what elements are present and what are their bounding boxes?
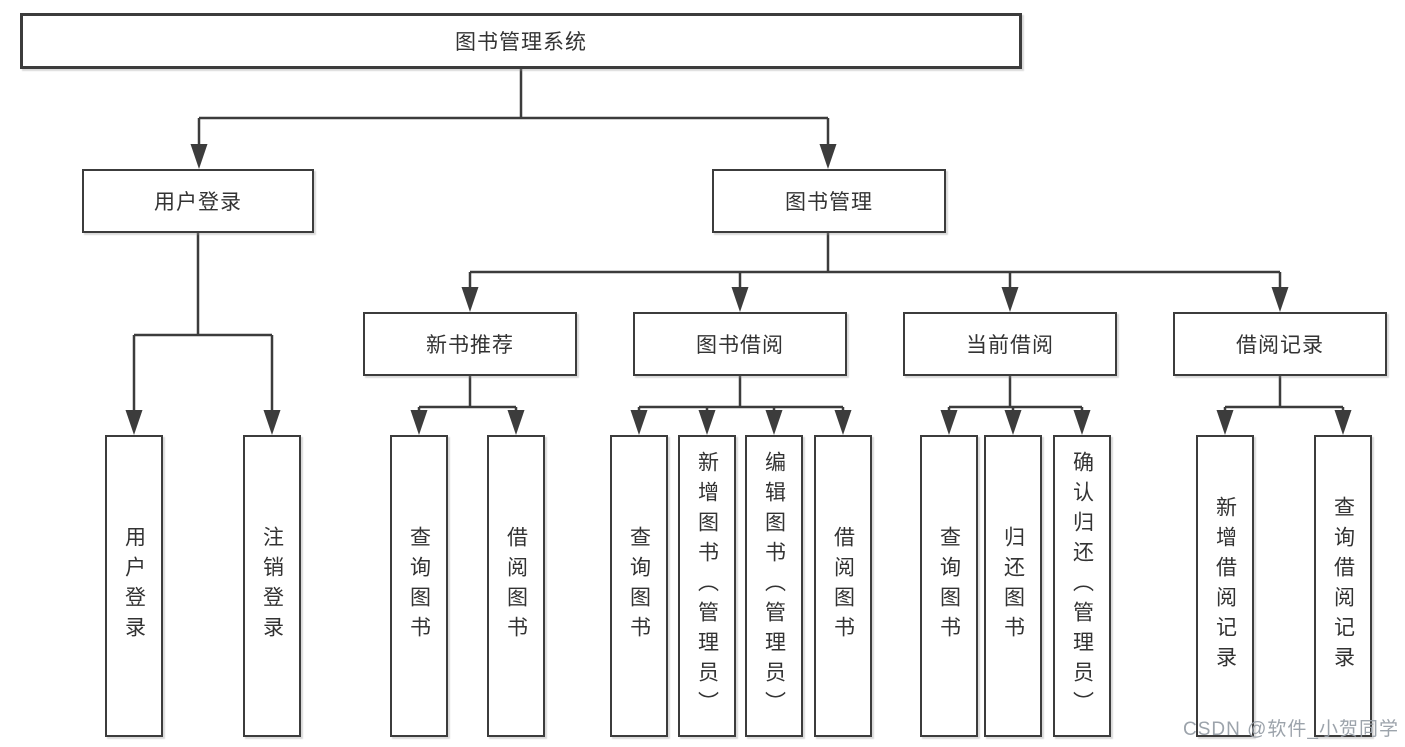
leaf-add-books-admin: 新增图书（管理员） — [678, 435, 736, 737]
leaf-borrow-books: 借阅图书 — [814, 435, 872, 737]
node-new-book-recommendation: 新书推荐 — [363, 312, 577, 376]
node-current-borrowing: 当前借阅 — [903, 312, 1117, 376]
node-library-management-system: 图书管理系统 — [20, 13, 1022, 69]
leaf-query-borrow-record: 查询借阅记录 — [1314, 435, 1372, 737]
leaf-label: 注销登录 — [260, 526, 284, 646]
leaf-confirm-return-admin: 确认归还（管理员） — [1053, 435, 1111, 737]
leaf-query-books-current: 查询图书 — [920, 435, 978, 737]
node-book-management: 图书管理 — [712, 169, 946, 233]
leaf-label: 查询图书 — [627, 526, 651, 646]
leaf-return-books: 归还图书 — [984, 435, 1042, 737]
leaf-label: 用户登录 — [122, 526, 146, 646]
leaf-label: 查询图书 — [407, 526, 431, 646]
leaf-borrow-books-recommend: 借阅图书 — [487, 435, 545, 737]
node-borrowing-records: 借阅记录 — [1173, 312, 1387, 376]
leaf-label: 借阅图书 — [504, 526, 528, 646]
leaf-label: 确认归还（管理员） — [1070, 451, 1094, 721]
leaf-query-books-recommend: 查询图书 — [390, 435, 448, 737]
leaf-query-books-borrowing: 查询图书 — [610, 435, 668, 737]
leaf-label: 编辑图书（管理员） — [762, 451, 786, 721]
node-user-login: 用户登录 — [82, 169, 314, 233]
leaf-label: 归还图书 — [1001, 526, 1025, 646]
leaf-label: 新增借阅记录 — [1213, 496, 1237, 676]
leaf-label: 查询借阅记录 — [1331, 496, 1355, 676]
leaf-user-login: 用户登录 — [105, 435, 163, 737]
leaf-edit-books-admin: 编辑图书（管理员） — [745, 435, 803, 737]
leaf-logout: 注销登录 — [243, 435, 301, 737]
node-book-borrowing: 图书借阅 — [633, 312, 847, 376]
leaf-add-borrow-record: 新增借阅记录 — [1196, 435, 1254, 737]
watermark: CSDN @软件_小贺同学 — [1183, 719, 1399, 740]
leaf-label: 新增图书（管理员） — [695, 451, 719, 721]
leaf-label: 查询图书 — [937, 526, 961, 646]
leaf-label: 借阅图书 — [831, 526, 855, 646]
